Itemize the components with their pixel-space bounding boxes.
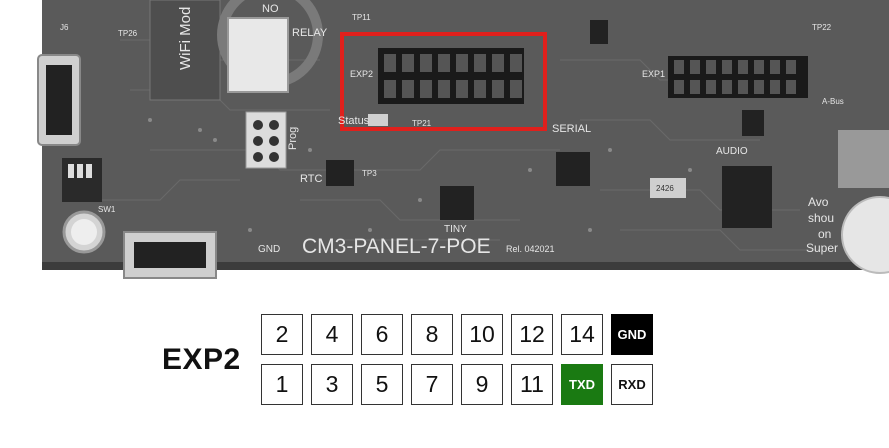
pin-14: 14	[561, 314, 603, 355]
label-prog: Prog	[287, 127, 299, 150]
exp2-highlight-box	[340, 32, 547, 131]
label-abus: A-Bus	[822, 97, 844, 106]
usb-connector	[37, 54, 81, 146]
pin-7: 7	[411, 364, 453, 405]
board-name: CM3-PANEL-7-POE	[302, 235, 491, 258]
label-audio: AUDIO	[716, 146, 748, 157]
exp2-pinout-title: EXP2	[162, 343, 241, 376]
pin-4: 4	[311, 314, 353, 355]
pin-11: 11	[511, 364, 553, 405]
pin-8: 8	[411, 314, 453, 355]
label-chip: 2426	[656, 184, 674, 193]
label-no: NO	[262, 3, 279, 15]
pin-gnd: GND	[611, 314, 653, 355]
dip-switch	[62, 158, 102, 202]
label-status: Status	[338, 115, 370, 127]
pin-12: 12	[511, 314, 553, 355]
usb-port-bottom	[123, 231, 217, 279]
label-tp26: TP26	[118, 29, 138, 38]
label-gnd: GND	[258, 244, 280, 255]
label-shou: shou	[808, 211, 834, 225]
pin-3: 3	[311, 364, 353, 405]
pin-5: 5	[361, 364, 403, 405]
label-tp11: TP11	[352, 13, 371, 22]
pin-rxd: RXD	[611, 364, 653, 405]
label-exp1: EXP1	[642, 69, 665, 79]
label-tiny: TINY	[444, 224, 467, 235]
pin-10: 10	[461, 314, 503, 355]
pin-txd: TXD	[561, 364, 603, 405]
serial-chip	[556, 152, 590, 186]
pin-2: 2	[261, 314, 303, 355]
label-tp22: TP22	[812, 23, 832, 32]
wifi-module-area	[149, 0, 221, 101]
label-super: Super	[806, 241, 838, 255]
label-j6: J6	[60, 23, 69, 32]
prog-header	[245, 111, 287, 169]
exp1-header	[668, 56, 808, 98]
label-serial: SERIAL	[552, 123, 591, 135]
label-avoid: Avo	[808, 195, 829, 209]
pin-1: 1	[261, 364, 303, 405]
pin-6: 6	[361, 314, 403, 355]
rtc-chip	[326, 160, 354, 186]
label-wifi: WiFi Mod	[177, 7, 194, 70]
label-on: on	[818, 227, 831, 241]
audio-chip	[722, 166, 772, 228]
capacitor	[841, 196, 889, 274]
relay	[227, 17, 289, 93]
exp2-header	[378, 48, 524, 104]
pin-9: 9	[461, 364, 503, 405]
board-revision: Rel. 042021	[506, 244, 555, 254]
tiny-chip	[440, 186, 474, 220]
label-relay: RELAY	[292, 27, 328, 39]
label-rtc: RTC	[300, 173, 322, 185]
board-photo: CM3-PANEL-7-POE Rel. 042021 RELAY NO WiF…	[37, 0, 889, 279]
label-tp21: TP21	[412, 119, 432, 128]
label-sw1: SW1	[98, 205, 116, 214]
label-exp2: EXP2	[350, 69, 373, 79]
label-tp3: TP3	[362, 169, 377, 178]
